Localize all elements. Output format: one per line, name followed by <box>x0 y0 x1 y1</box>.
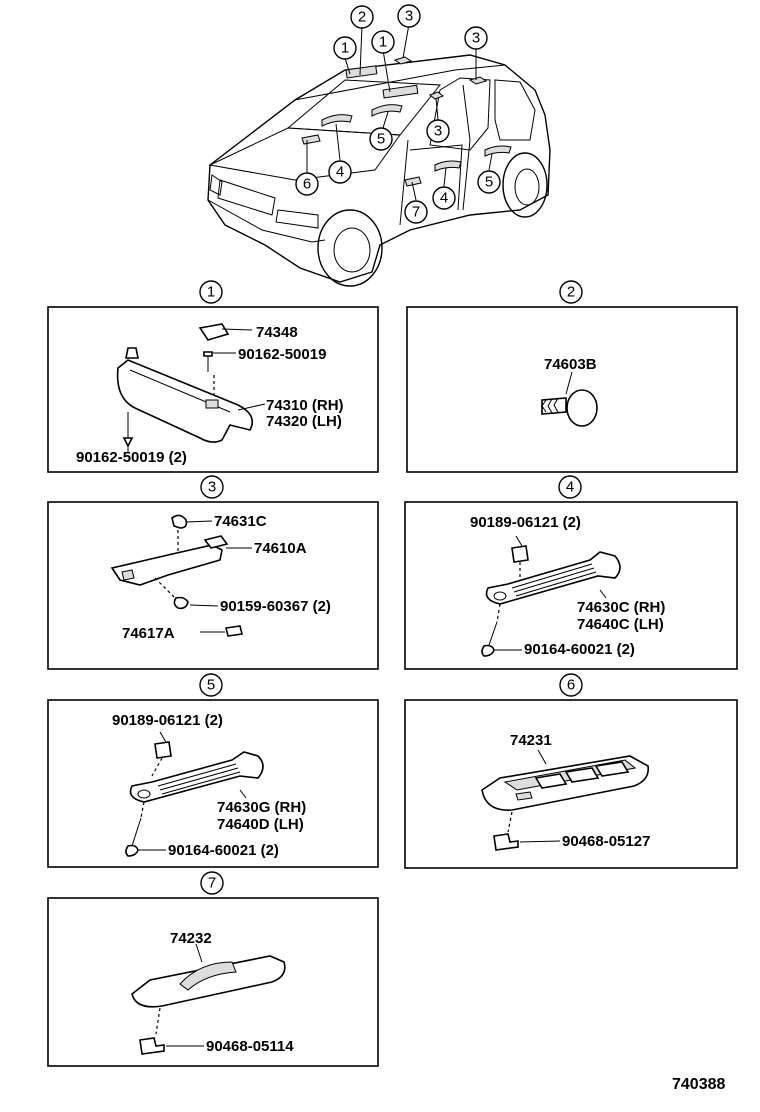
section-6: 6 <box>404 673 738 869</box>
svg-text:5: 5 <box>377 131 385 148</box>
part-74320-lh: 74320 (LH) <box>266 413 342 430</box>
svg-text:7: 7 <box>208 875 216 892</box>
part-74631c: 74631C <box>214 513 267 530</box>
svg-text:2: 2 <box>567 284 575 301</box>
part-90189-06121-2-a: 90189-06121 (2) <box>470 514 581 531</box>
svg-text:5: 5 <box>485 174 493 191</box>
section-7: 7 <box>47 871 379 1067</box>
part-74617a: 74617A <box>122 625 175 642</box>
section-4: 4 <box>404 475 738 670</box>
callout-1-left: 1 <box>333 36 357 60</box>
callout-6: 6 <box>295 172 319 196</box>
part-74232: 74232 <box>170 930 212 947</box>
part-90468-05127: 90468-05127 <box>562 833 650 850</box>
part-90159-60367-2: 90159-60367 (2) <box>220 598 331 615</box>
section-5: 5 <box>47 673 379 868</box>
svg-text:5: 5 <box>207 677 215 694</box>
callout-4-door: 4 <box>432 186 456 210</box>
part-90189-06121-2-b: 90189-06121 (2) <box>112 712 223 729</box>
svg-text:1: 1 <box>341 40 349 57</box>
svg-text:4: 4 <box>440 190 448 207</box>
svg-text:3: 3 <box>434 123 442 140</box>
drawing-code: 740388 <box>672 1076 725 1093</box>
callout-7: 7 <box>404 200 428 224</box>
part-74640c-lh: 74640C (LH) <box>577 616 664 633</box>
callout-3-mid: 3 <box>426 119 450 143</box>
callout-5-front: 5 <box>369 127 393 151</box>
part-74348: 74348 <box>256 324 298 341</box>
callout-5-rear: 5 <box>477 170 501 194</box>
part-74231: 74231 <box>510 732 552 749</box>
callout-3-top: 3 <box>397 4 421 28</box>
callout-3-rear: 3 <box>464 26 488 50</box>
part-74310-rh: 74310 (RH) <box>266 397 344 414</box>
part-90164-60021-2-a: 90164-60021 (2) <box>524 641 635 658</box>
svg-text:6: 6 <box>567 677 575 694</box>
section-2: 2 <box>406 280 738 473</box>
svg-text:1: 1 <box>379 34 387 51</box>
part-74640d-lh: 74640D (LH) <box>217 816 304 833</box>
svg-text:3: 3 <box>472 30 480 47</box>
svg-text:3: 3 <box>208 479 216 496</box>
callout-1-right: 1 <box>371 30 395 54</box>
svg-text:1: 1 <box>207 284 215 301</box>
part-90162-50019: 90162-50019 <box>238 346 326 363</box>
part-90468-05114: 90468-05114 <box>206 1038 294 1055</box>
section-1: 1 <box>47 280 379 473</box>
svg-text:4: 4 <box>566 479 574 496</box>
section-3: 3 <box>47 475 379 670</box>
part-74610a: 74610A <box>254 540 307 557</box>
vehicle-overview <box>207 23 551 287</box>
callout-2-top: 2 <box>350 5 374 29</box>
part-74603b: 74603B <box>544 356 597 373</box>
svg-text:6: 6 <box>303 176 311 193</box>
callout-4-front: 4 <box>328 160 352 184</box>
svg-text:4: 4 <box>336 164 344 181</box>
part-74630c-rh: 74630C (RH) <box>577 599 665 616</box>
svg-text:3: 3 <box>405 8 413 25</box>
svg-text:2: 2 <box>358 9 366 26</box>
svg-text:7: 7 <box>412 204 420 221</box>
part-90164-60021-2-b: 90164-60021 (2) <box>168 842 279 859</box>
part-74630g-rh: 74630G (RH) <box>217 799 306 816</box>
vehicle-callouts: 2 3 1 1 3 3 5 4 6 4 5 7 <box>295 4 501 224</box>
part-90162-50019-2: 90162-50019 (2) <box>76 449 187 466</box>
